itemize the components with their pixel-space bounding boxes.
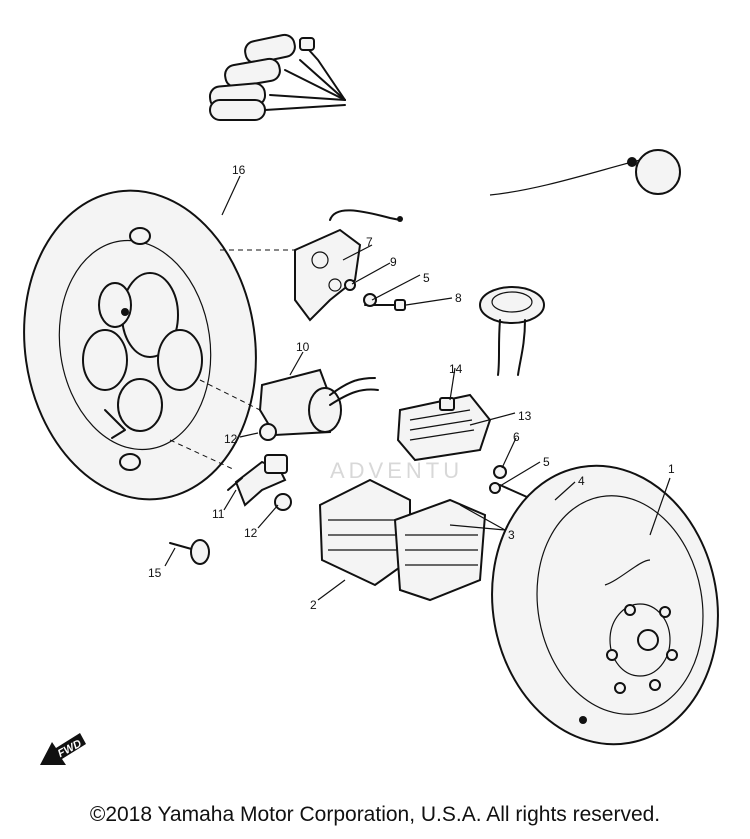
coil-3 xyxy=(393,498,487,602)
washer-5-upper xyxy=(363,293,377,307)
wire-harness xyxy=(264,39,641,302)
source-coil-13 xyxy=(396,393,492,462)
callout-5-lower: 5 xyxy=(543,455,550,469)
assembly-line xyxy=(169,439,236,471)
washer-9 xyxy=(344,279,356,291)
watermark-text: ADVENTU xyxy=(330,458,463,483)
callout-6: 6 xyxy=(513,430,520,444)
washer-5-lower xyxy=(489,482,501,494)
contact-breaker-7 xyxy=(294,209,403,322)
copyright-text: ©2018 Yamaha Motor Corporation, U.S.A. A… xyxy=(89,803,661,826)
screw-12-upper xyxy=(259,423,277,441)
callout-13: 13 xyxy=(518,409,532,423)
callout-7: 7 xyxy=(366,235,373,249)
screw-12-lower xyxy=(274,493,292,511)
callout-4: 4 xyxy=(578,474,585,488)
grommet xyxy=(479,286,545,376)
washer-6 xyxy=(493,465,507,479)
callout-5-upper: 5 xyxy=(423,271,430,285)
screw-8 xyxy=(364,299,406,311)
callout-14: 14 xyxy=(449,362,463,376)
bracket-11 xyxy=(227,454,288,507)
callout-10: 10 xyxy=(296,340,310,354)
ground-terminal xyxy=(627,149,681,195)
assembly-line xyxy=(199,379,261,411)
callout-9: 9 xyxy=(390,255,397,269)
rotor-16 xyxy=(23,189,257,501)
fwd-arrow-icon: FWD xyxy=(40,733,86,765)
parts-diagram: ADVENTU xyxy=(23,33,719,765)
fwd-label: FWD xyxy=(56,738,84,760)
callout-3: 3 xyxy=(508,528,515,542)
condenser-10 xyxy=(258,368,379,437)
flywheel-1 xyxy=(491,464,719,746)
leader-lines xyxy=(164,175,671,601)
connector-group xyxy=(208,33,315,121)
callout-1: 1 xyxy=(668,462,675,476)
callout-12-upper: 12 xyxy=(224,432,238,446)
callout-11: 11 xyxy=(212,507,225,521)
callout-16: 16 xyxy=(232,163,246,177)
callout-15: 15 xyxy=(148,566,162,580)
screw-15 xyxy=(169,539,210,565)
callout-8: 8 xyxy=(455,291,462,305)
callout-2: 2 xyxy=(310,598,317,612)
callout-12-lower: 12 xyxy=(244,526,258,540)
